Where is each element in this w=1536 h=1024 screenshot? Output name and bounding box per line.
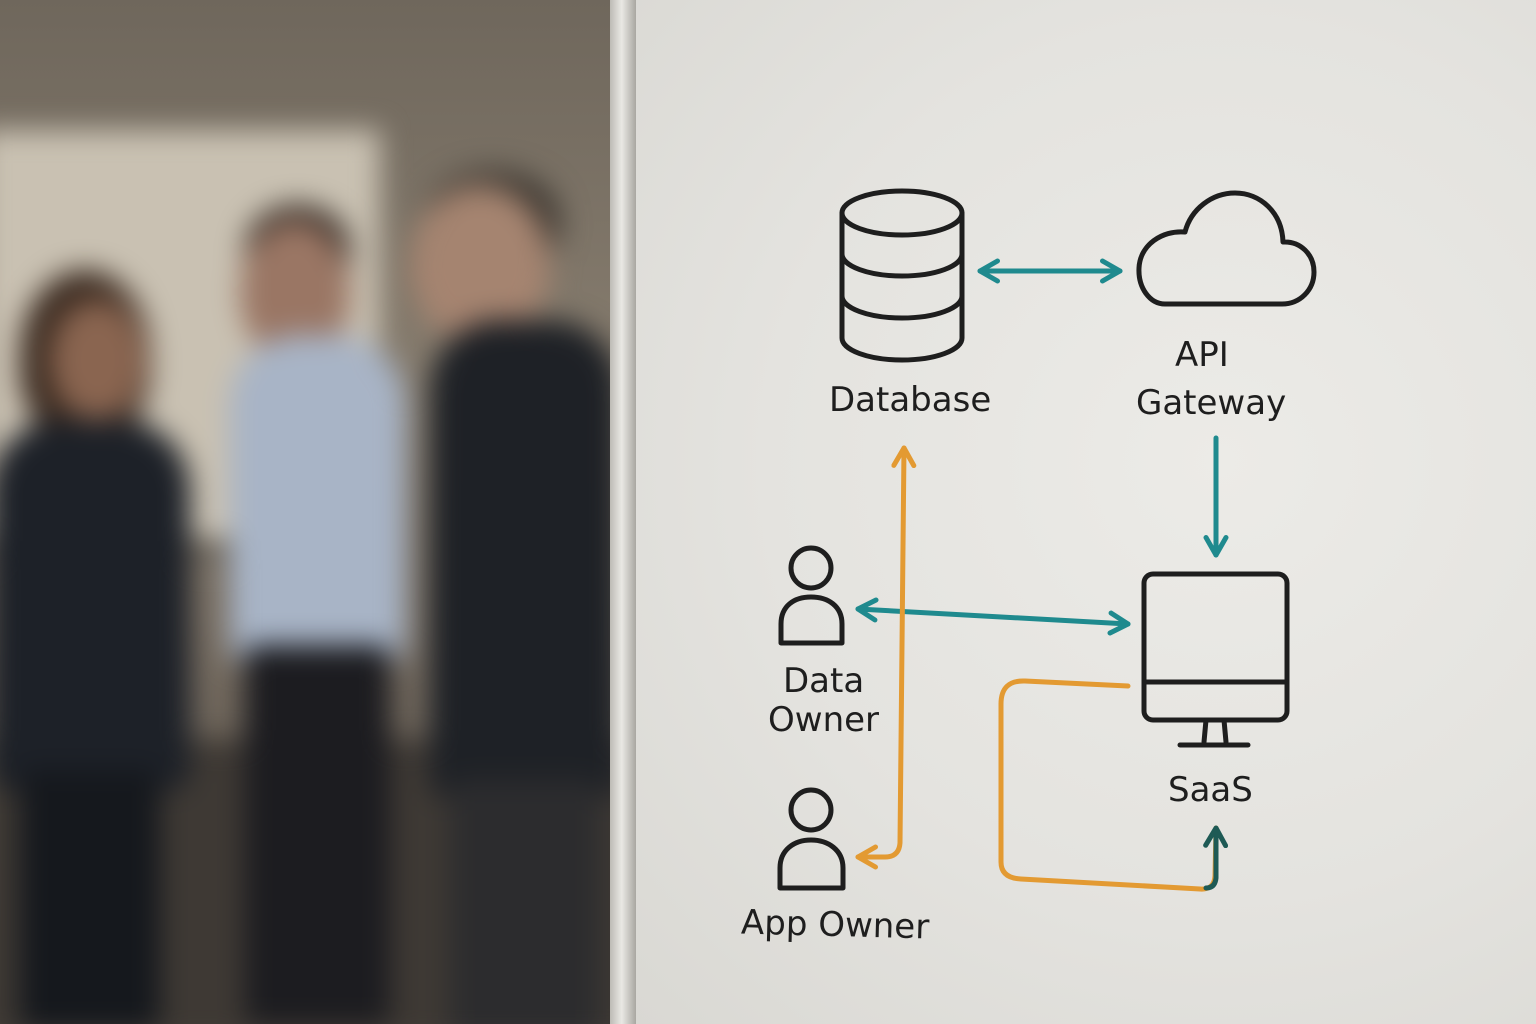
blurred-office-background [0, 0, 640, 1024]
whiteboard-edge [610, 0, 636, 1024]
gateway-label: Gateway [1136, 383, 1287, 423]
arrow-data-owner-saas [855, 597, 1131, 636]
saas-label: SaaS [1168, 770, 1253, 810]
api-label: API [1175, 335, 1229, 375]
owner-label: Owner [768, 700, 880, 740]
monitor-icon [1141, 571, 1290, 748]
data-label: Data [783, 661, 865, 701]
database-icon [839, 188, 965, 363]
app-owner-person-icon [777, 787, 846, 891]
data-owner-person-icon [778, 545, 845, 646]
app-owner-label: App Owner [740, 902, 930, 948]
database-label: Database [829, 380, 992, 420]
cloud-icon [1136, 190, 1317, 307]
arrow-app-owner-database [855, 445, 917, 870]
